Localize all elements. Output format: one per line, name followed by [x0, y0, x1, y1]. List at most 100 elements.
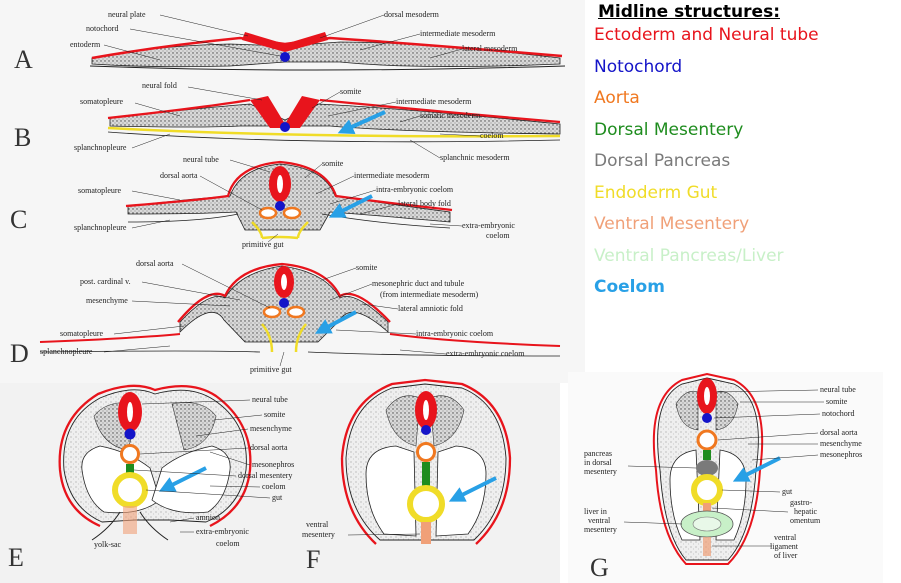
- label-liver-1: liver in: [584, 507, 607, 516]
- label-mesenchyme-d: mesenchyme: [86, 296, 128, 305]
- letter-e: E: [8, 543, 24, 572]
- label-dorsal-mesoderm: dorsal mesoderm: [384, 10, 440, 19]
- legend-item-dorsal-pancreas: Dorsal Pancreas: [594, 151, 731, 171]
- legend-item-notochord: Notochord: [594, 56, 683, 77]
- label-mesentery-f: mesentery: [302, 530, 335, 539]
- legend-item-dorsal-mesentery: Dorsal Mesentery: [594, 119, 744, 140]
- label-ventral-g2: ligament: [770, 542, 799, 551]
- letter-d: D: [10, 339, 29, 368]
- label-somite-d: somite: [356, 263, 378, 272]
- label-intra-coelom-d: intra-embryonic coelom: [416, 329, 494, 338]
- notochord-c: [275, 201, 285, 211]
- label-coelom-e2: coelom: [216, 539, 240, 548]
- diagram-a: [89, 32, 566, 71]
- label-mesenchyme-g: mesenchyme: [820, 439, 862, 448]
- coelom-arrow-f: [448, 476, 497, 502]
- legend-item-ectoderm: Ectoderm and Neural tube: [594, 25, 819, 45]
- legend-title: Midline structures:: [598, 2, 780, 22]
- coelom-arrow-g: [732, 456, 781, 482]
- label-mesonephric-1: mesonephric duct and tubule: [372, 279, 465, 288]
- notochord-a: [280, 52, 290, 62]
- label-dorsal-aorta-e: dorsal aorta: [250, 443, 288, 452]
- label-somite-c: somite: [322, 159, 344, 168]
- legend-item-ventral-mesentery: Ventral Mesentery: [594, 214, 750, 234]
- label-dorsal-aorta-c: dorsal aorta: [160, 171, 198, 180]
- legend-item-coelom: Coelom: [594, 277, 665, 297]
- label-ventral-g1: ventral: [774, 533, 797, 542]
- label-gut-g: gut: [782, 487, 793, 496]
- label-lateral-body-fold: lateral body fold: [398, 199, 451, 208]
- diagram-c: [125, 160, 453, 240]
- label-liver-2: ventral: [588, 516, 611, 525]
- label-gastro-3: omentum: [790, 516, 821, 525]
- label-dorsal-mesentery-e: dorsal mesentery: [238, 471, 292, 480]
- label-primitive-gut-c: primitive gut: [242, 240, 284, 249]
- aorta-g: [696, 429, 718, 451]
- label-somatopleure-b: somatopleure: [80, 97, 124, 106]
- label-neural-fold: neural fold: [142, 81, 177, 90]
- label-liver-3: mesentery: [584, 525, 617, 534]
- coelom-arrow-b: [337, 110, 386, 135]
- label-gastro-2: hepatic: [794, 507, 818, 516]
- aorta-e: [120, 444, 140, 464]
- label-dorsal-aorta-g: dorsal aorta: [820, 428, 858, 437]
- gut-g: [691, 474, 723, 506]
- label-neural-plate: neural plate: [108, 10, 146, 19]
- label-pancreas-3: mesentery: [584, 467, 617, 476]
- notochord-d: [279, 298, 289, 308]
- label-somite-g: somite: [826, 397, 848, 406]
- dorsal-mesentery-g: [703, 450, 711, 460]
- ventral-mesentery-f: [421, 522, 431, 544]
- gut-e: [112, 472, 148, 508]
- label-somite-b: somite: [340, 87, 362, 96]
- diagram-g: [652, 372, 781, 565]
- label-intra-coelom-c: intra-embryonic coelom: [376, 185, 454, 194]
- letter-b: B: [14, 123, 31, 152]
- diagram-f: [340, 378, 512, 545]
- label-dorsal-aorta-d: dorsal aorta: [136, 259, 174, 268]
- dorsal-mesentery-f: [422, 462, 430, 486]
- label-coelom-c: coelom: [486, 231, 510, 240]
- label-coelom-b: coelom: [480, 131, 504, 140]
- label-amnion-e: amnion: [196, 513, 220, 522]
- gut-f: [407, 485, 445, 523]
- letter-f: F: [306, 545, 320, 574]
- label-neural-tube-e: neural tube: [252, 395, 288, 404]
- label-mesonephric-2: (from intermediate mesoderm): [380, 290, 479, 299]
- letter-a: A: [14, 45, 33, 74]
- label-intermediate-mesoderm-b: intermediate mesoderm: [396, 97, 472, 106]
- coelom-arrow-e: [158, 466, 207, 492]
- label-entoderm: entoderm: [70, 40, 101, 49]
- label-intermediate-mesoderm-c: intermediate mesoderm: [354, 171, 430, 180]
- label-lateral-mesoderm: lateral mesoderm: [462, 44, 518, 53]
- dorsal-mesentery-e: [126, 464, 134, 476]
- label-primitive-gut-d: primitive gut: [250, 365, 292, 374]
- label-extra-coelom-d: extra-embryonic coelom: [446, 349, 525, 358]
- legend-item-ventral-pancreas: Ventral Pancreas/Liver: [594, 245, 784, 266]
- legend: Midline structures: Ectoderm and Neural …: [594, 0, 894, 304]
- label-gut-e: gut: [272, 493, 283, 502]
- legend-item-aorta: Aorta: [594, 88, 640, 108]
- label-mesonephros-e: mesonephros: [252, 460, 294, 469]
- label-mesenchyme-e: mesenchyme: [250, 424, 292, 433]
- notochord-f: [421, 425, 431, 435]
- letter-c: C: [10, 205, 27, 234]
- diagram-d: [39, 262, 561, 357]
- notochord-e: [124, 428, 136, 440]
- coelom-arrow-c: [328, 194, 373, 218]
- diagram-e: [58, 384, 252, 541]
- label-splanchnopleure-b: splanchnopleure: [74, 143, 127, 152]
- notochord-g: [702, 413, 712, 423]
- label-neural-tube-g: neural tube: [820, 385, 856, 394]
- legend-item-endoderm-gut: Endoderm Gut: [594, 182, 718, 203]
- label-somatopleure-c: somatopleure: [78, 186, 122, 195]
- label-somatopleure-d: somatopleure: [60, 329, 104, 338]
- label-notochord-a: notochord: [86, 24, 118, 33]
- label-ventral-g3: of liver: [774, 551, 798, 560]
- notochord-b: [280, 122, 290, 132]
- letter-g: G: [590, 553, 609, 582]
- label-somatic-mesoderm: somatic mesoderm: [420, 111, 481, 120]
- label-somite-e: somite: [264, 410, 286, 419]
